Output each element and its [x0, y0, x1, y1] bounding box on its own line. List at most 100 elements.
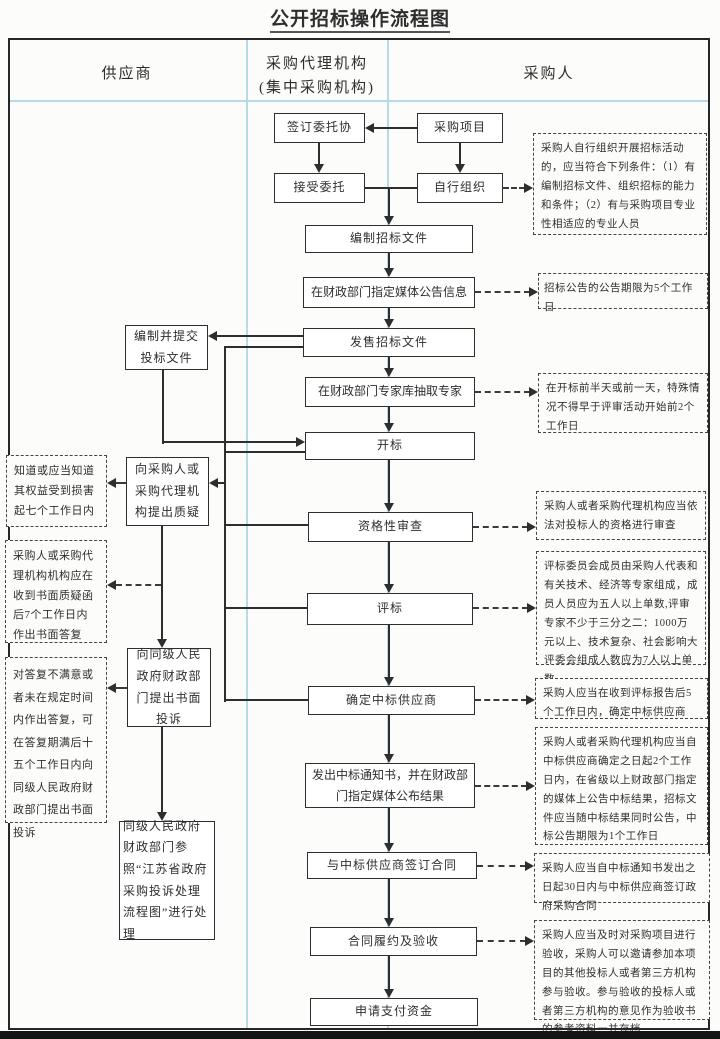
- arrow-project-to-sign: [365, 123, 374, 133]
- line-evaluation-winner: [388, 625, 390, 677]
- dashline-acceptance-note: [477, 940, 526, 942]
- flow-box-determine-winner: 确定中标供应商: [308, 686, 475, 715]
- arrow-announce-sell: [384, 319, 394, 328]
- note-announcement-period: 招标公告的公告期限为5个工作日: [538, 273, 708, 313]
- dasharrow-winner-note: [526, 695, 535, 705]
- dashline-announcement-note: [475, 291, 530, 293]
- line-complaint-to-handling: [161, 727, 163, 813]
- dashline-result-note: [475, 785, 527, 787]
- header-underline: [10, 100, 708, 102]
- arrow-qualification-evaluation: [384, 584, 394, 593]
- line-sell-to-trunk: [224, 346, 303, 348]
- flow-box-sign-contract: 与中标供应商签订合同: [307, 852, 477, 879]
- note-complaint-deadline: 对答复不满意或者未在规定时间内作出答复，可在答复期满后十五个工作日内向同级人民政…: [5, 657, 107, 839]
- dasharrow-contract-note: [525, 861, 534, 871]
- line-acceptance-payment: [388, 956, 390, 989]
- flow-box-self-organize: 自行组织: [417, 173, 503, 203]
- dasharrow-selforganize-note: [524, 183, 533, 193]
- flow-box-announce-media: 在财政部门指定媒体公告信息: [303, 277, 475, 308]
- dasharrow-complaint-deadline: [107, 683, 116, 693]
- arrow-to-preparedocs: [384, 216, 394, 225]
- flow-box-accept-entrustment: 接受委托: [274, 173, 365, 203]
- arrow-opening-qualification: [384, 503, 394, 512]
- flow-box-prepare-submit-bid: 编制并提交投标文件: [125, 325, 208, 370]
- note-reply-deadline: 采购人或采购代理机构机构应在收到书面质疑函后7个工作日内作出书面答复: [5, 540, 107, 643]
- line-announce-sell: [388, 308, 390, 319]
- line-preparedocs-announce: [388, 253, 390, 268]
- line-experts-opening: [388, 407, 390, 423]
- arrow-sell-to-preparebid: [208, 331, 217, 341]
- agency-header-line2: (集中采购机构): [259, 80, 375, 96]
- column-separator-1: [246, 40, 248, 1028]
- flow-box-draw-experts: 在财政部门专家库抽取专家: [305, 377, 475, 407]
- flow-box-file-complaint: 向同级人民政府财政部门提出书面投诉: [127, 647, 211, 727]
- line-contract-acceptance: [388, 879, 390, 918]
- note-acceptance: 采购人应当及时对采购项目进行验收，采购人可以邀请参加本项目的其他投标人或者第三方…: [534, 920, 710, 1035]
- flow-box-issue-notice: 发出中标通知书，并在财政部门指定媒体公布结果: [305, 763, 475, 808]
- flow-box-sell-tender-docs: 发售招标文件: [303, 328, 475, 357]
- dasharrow-evaluation-note: [527, 603, 536, 613]
- arrow-experts-opening: [384, 423, 394, 432]
- line-evaluation-to-trunk: [224, 607, 307, 609]
- note-contract-deadline: 采购人应当自中标通知书发出之日起30日内与中标供应商签订政府采购合同: [534, 853, 710, 912]
- line-junction-to-preparedocs: [388, 188, 390, 216]
- dashline-complaint-deadline: [116, 687, 127, 689]
- dasharrow-announcement-note: [529, 287, 538, 297]
- dashline-expert-note: [475, 391, 530, 393]
- column-header-agency: 采购代理机构 (集中采购机构): [247, 52, 387, 100]
- arrow-query-to-complaint: [157, 639, 167, 648]
- page-title: 公开招标操作流程图: [0, 4, 720, 33]
- arrow-acceptance-payment: [384, 989, 394, 998]
- flow-box-qualification-review: 资格性审查: [308, 512, 473, 542]
- dasharrow-result-note: [526, 781, 535, 791]
- dashline-reply-deadline: [116, 584, 161, 586]
- flow-box-bid-opening: 开标: [305, 432, 475, 460]
- line-sell-experts: [388, 357, 390, 368]
- arrow-preparedocs-announce: [384, 268, 394, 277]
- chart-frame: [8, 38, 710, 1030]
- line-opening-to-trunk: [224, 451, 305, 453]
- arrow-sell-experts: [384, 368, 394, 377]
- flow-box-procurement-project: 采购项目: [417, 113, 503, 143]
- flow-box-complaint-handling: 同级人民政府财政部门参照“江苏省政府采购投诉处理流程图”进行处理: [119, 819, 215, 941]
- arrow-winner-notice: [384, 754, 394, 763]
- flow-box-contract-acceptance: 合同履约及验收: [310, 927, 477, 956]
- flow-box-bid-evaluation: 评标: [307, 593, 473, 625]
- column-header-supplier: 供应商: [101, 66, 153, 82]
- bottom-edge-bar: [0, 1031, 720, 1039]
- arrow-sign-to-accept: [314, 164, 324, 173]
- line-qualification-to-trunk: [224, 524, 308, 526]
- note-result-announcement: 采购人或者采购代理机构应当自中标供应商确定之日起2个工作日内，在省级以上财政部门…: [535, 727, 708, 845]
- dasharrow-expert-note: [529, 387, 538, 397]
- flow-box-prepare-tender-docs: 编制招标文件: [305, 225, 473, 253]
- dashline-winner-note: [475, 699, 527, 701]
- flow-box-apply-payment: 申请支付资金: [310, 998, 478, 1026]
- line-preparebid-down: [162, 370, 164, 444]
- arrow-trunk-to-query: [209, 478, 218, 488]
- note-winner-determination: 采购人应当在收到评标报告后5个工作日内，确定中标供应商: [535, 678, 708, 719]
- dashline-contract-note: [477, 865, 526, 867]
- arrow-preparebid-to-opening: [296, 437, 305, 447]
- dasharrow-qualification-note: [527, 522, 536, 532]
- column-header-purchaser: 采购人: [523, 66, 575, 82]
- line-notice-contract: [388, 808, 390, 843]
- dashline-selforganize-note: [503, 187, 525, 189]
- flow-box-raise-query: 向采购人或采购代理机构提出质疑: [126, 457, 209, 526]
- line-project-to-sign: [374, 127, 417, 129]
- dashline-query-deadline: [116, 482, 126, 484]
- line-sign-to-accept: [318, 143, 320, 164]
- arrow-contract-acceptance: [384, 918, 394, 927]
- line-project-to-selforganize: [459, 143, 461, 164]
- line-qualification-evaluation: [388, 542, 390, 584]
- note-expert-draw-time: 在开标前半天或前一天，特殊情况不得早于评审活动开始前2个工作日: [538, 373, 708, 433]
- note-self-organize: 采购人自行组织开展招标活动的，应当符合下列条件：（1）有编制招标文件、组织招标的…: [533, 133, 707, 235]
- dasharrow-acceptance-note: [525, 936, 534, 946]
- line-opening-qualification: [388, 460, 390, 503]
- dashline-evaluation-note: [473, 607, 528, 609]
- line-trunk-to-query: [217, 482, 226, 484]
- arrow-notice-contract: [384, 843, 394, 852]
- note-evaluation-committee: 评标委员会成员由采购人代表和有关技术、经济等专家组成，成员人员应为五人以上单数,…: [536, 551, 706, 685]
- dashline-qualification-note: [473, 526, 528, 528]
- dasharrow-query-deadline: [107, 478, 116, 488]
